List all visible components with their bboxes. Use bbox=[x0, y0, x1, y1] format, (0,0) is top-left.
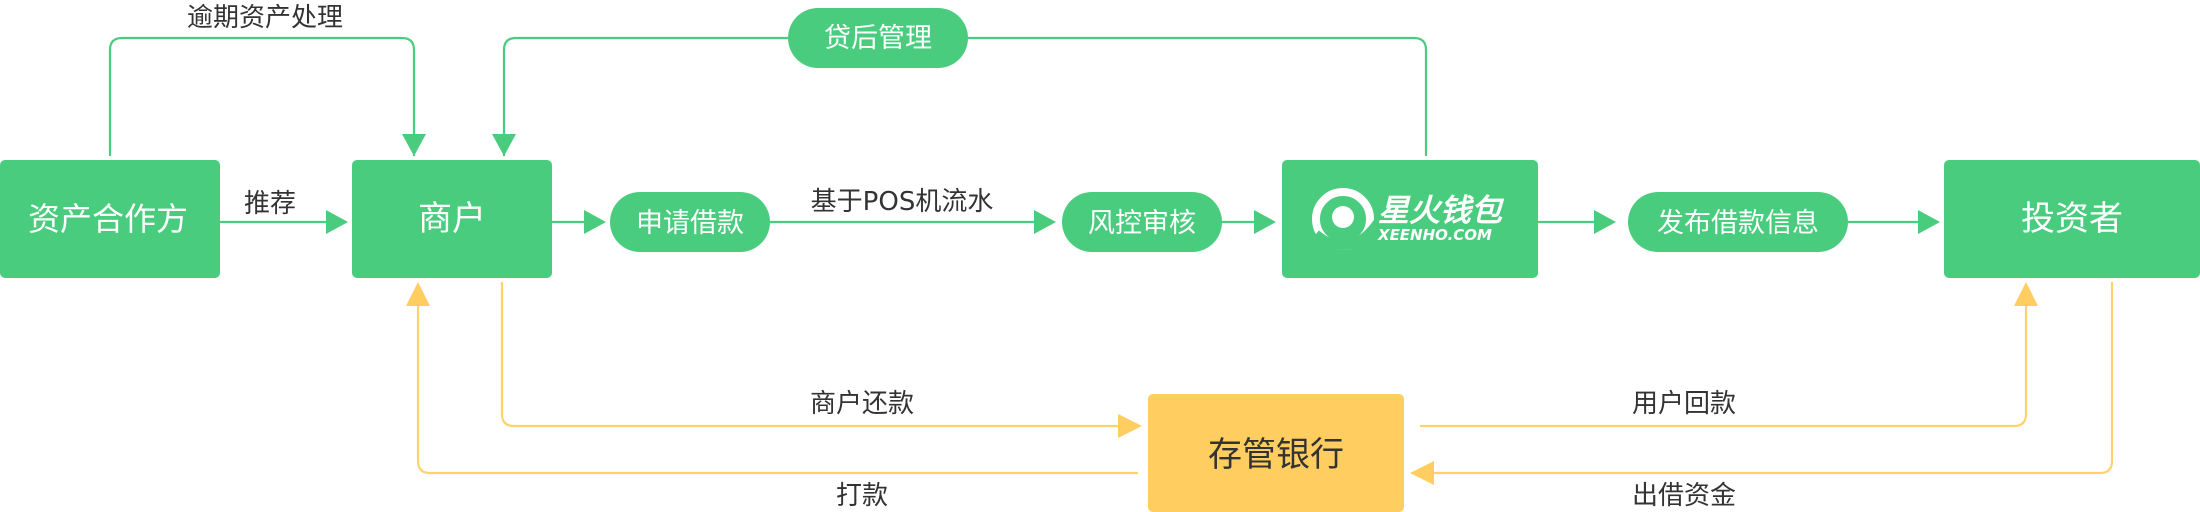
pill-postloan bbox=[788, 8, 968, 68]
edge-overdue-line bbox=[108, 36, 416, 156]
edge-postloan-arrowhead bbox=[492, 134, 516, 156]
edge-xeenho-publish-arrowhead bbox=[1594, 210, 1616, 234]
node-publish bbox=[1628, 192, 1848, 252]
edge-label-lend-funds: 出借资金 bbox=[1632, 481, 1736, 511]
xeenho-logo-swoosh bbox=[1313, 219, 1382, 251]
edge-label-recommend: 推荐 bbox=[244, 189, 296, 219]
edge-merchant-repay-line bbox=[500, 282, 1128, 428]
edge-user-repay-line bbox=[1420, 300, 2028, 428]
node-bank-label: 存管银行 bbox=[1208, 435, 1344, 475]
node-risk bbox=[1062, 192, 1222, 252]
edge-overdue-arrowhead bbox=[402, 134, 426, 156]
xeenho-logo-core bbox=[1332, 206, 1354, 228]
node-merchant bbox=[352, 160, 552, 278]
xeenho-logo: 星火钱包 XEENHO.COM bbox=[1312, 188, 1505, 251]
xeenho-logo-subtitle: XEENHO.COM bbox=[1377, 226, 1492, 244]
edge-lend-funds-line bbox=[1424, 282, 2114, 475]
edge-disburse-arrowhead bbox=[406, 282, 430, 306]
node-publish-label: 发布借款信息 bbox=[1657, 208, 1819, 239]
edge-label-pos-flow: 基于POS机流水 bbox=[811, 187, 994, 217]
node-investor-label: 投资者 bbox=[2021, 199, 2123, 239]
node-bank bbox=[1148, 394, 1404, 512]
node-apply-label: 申请借款 bbox=[636, 208, 744, 239]
node-partner-label: 资产合作方 bbox=[28, 200, 188, 238]
pill-postloan-label: 贷后管理 bbox=[824, 23, 932, 54]
edge-label-disburse: 打款 bbox=[836, 481, 888, 511]
edge-label-user-repay: 用户回款 bbox=[1632, 389, 1736, 419]
xeenho-logo-name: 星火钱包 bbox=[1378, 193, 1505, 229]
edge-recommend-arrowhead bbox=[326, 210, 348, 234]
edge-postloan-line bbox=[502, 36, 1428, 156]
edge-merchant-apply-arrowhead bbox=[584, 210, 606, 234]
edge-publish-investor-arrowhead bbox=[1918, 210, 1940, 234]
edge-lend-funds-arrowhead bbox=[1410, 461, 1434, 485]
edge-label-merchant-repay: 商户还款 bbox=[810, 389, 914, 419]
edge-merchant-repay-arrowhead bbox=[1118, 414, 1142, 438]
node-risk-label: 风控审核 bbox=[1088, 208, 1196, 239]
node-investor bbox=[1944, 160, 2200, 278]
node-merchant-label: 商户 bbox=[418, 199, 486, 239]
edge-disburse-line bbox=[416, 300, 1138, 475]
edge-user-repay-arrowhead bbox=[2014, 282, 2038, 306]
edge-risk-xeenho-arrowhead bbox=[1254, 210, 1276, 234]
node-apply bbox=[610, 192, 770, 252]
node-partner bbox=[0, 160, 220, 278]
edge-label-overdue: 逾期资产处理 bbox=[187, 3, 343, 33]
edge-apply-risk-arrowhead bbox=[1034, 210, 1056, 234]
